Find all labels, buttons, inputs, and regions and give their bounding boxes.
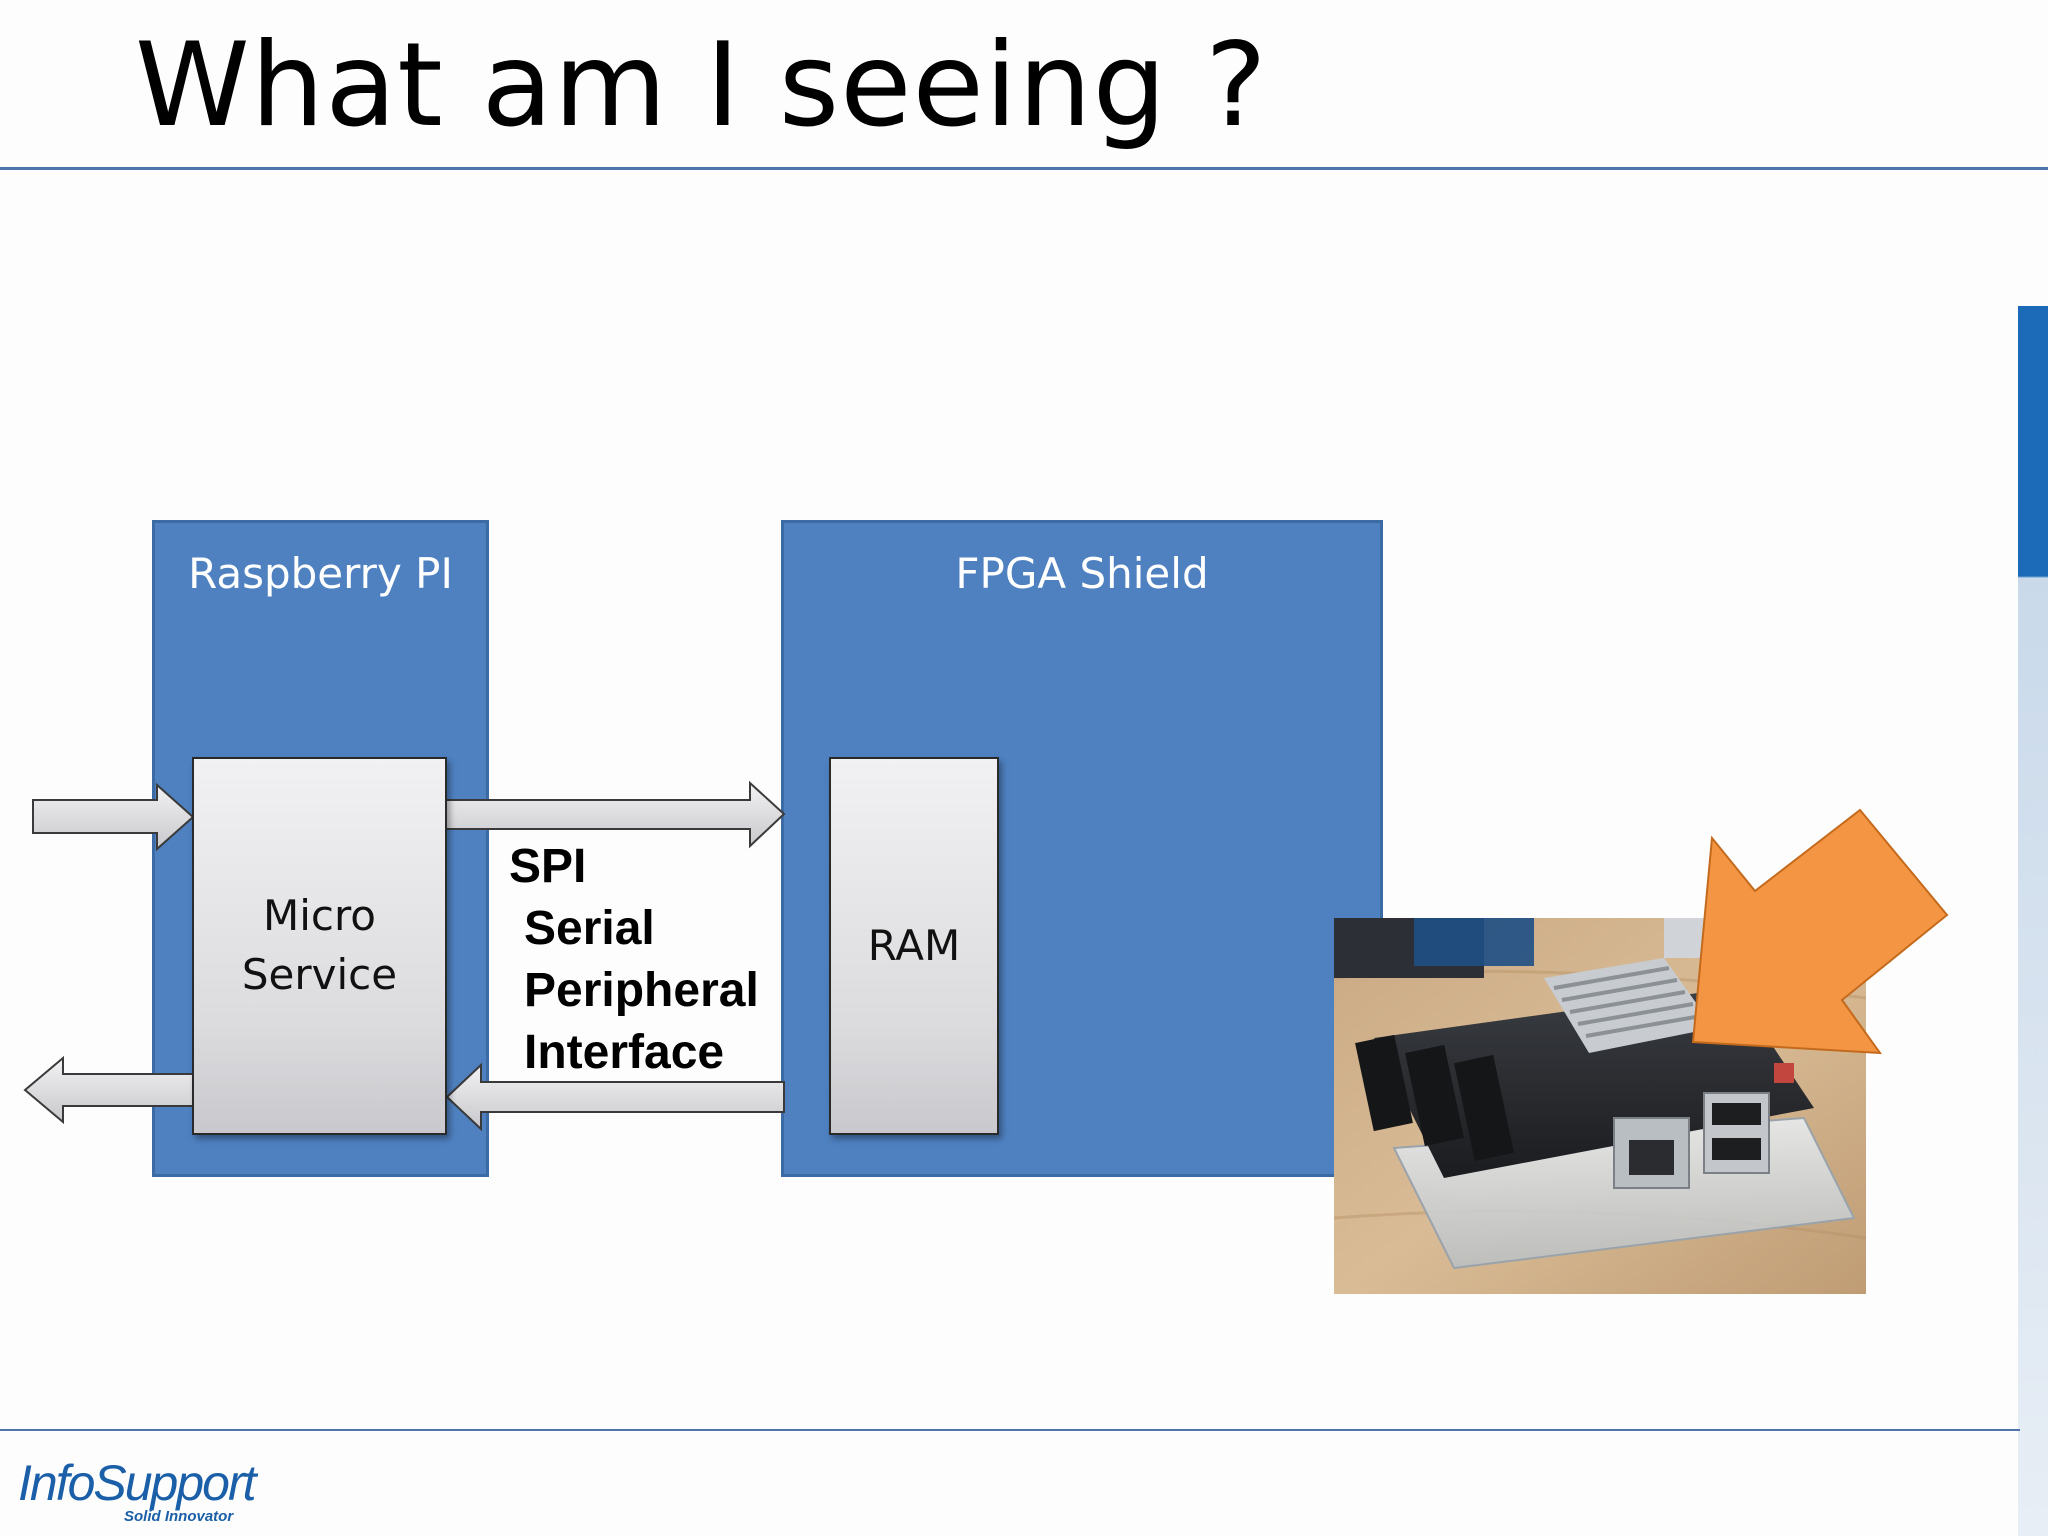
footer-divider [0,1429,2020,1431]
ram-label: RAM [867,920,961,970]
logo-tagline: Solid Innovator [124,1508,234,1525]
output-arrow [23,1055,194,1125]
input-arrow [32,782,195,852]
micro-service-label: Micro Service [241,891,398,999]
spi-response-arrow [445,1062,785,1132]
raspberry-pi-label: Raspberry PI [188,549,453,598]
spi-line: SPI [509,840,587,893]
spi-line: Peripheral [524,964,759,1017]
logo-wordmark: InfoSupport [18,1455,257,1511]
fpga-shield-label: FPGA Shield [955,549,1209,598]
spi-description: SPI Serial Peripheral Interface [509,836,759,1084]
title-divider [0,167,2048,170]
slide-title: What am I seeing ? [135,18,1268,153]
spi-line: Interface [524,1026,725,1079]
hardware-photo [1334,918,1866,1294]
ram-box: RAM [829,757,999,1135]
spi-line: Serial [524,902,655,955]
side-accent-bar [2018,306,2048,1536]
spi-request-arrow [445,780,786,849]
micro-service-box: Micro Service [192,757,447,1135]
company-logo: InfoSupport Solid Innovator [18,1454,268,1525]
